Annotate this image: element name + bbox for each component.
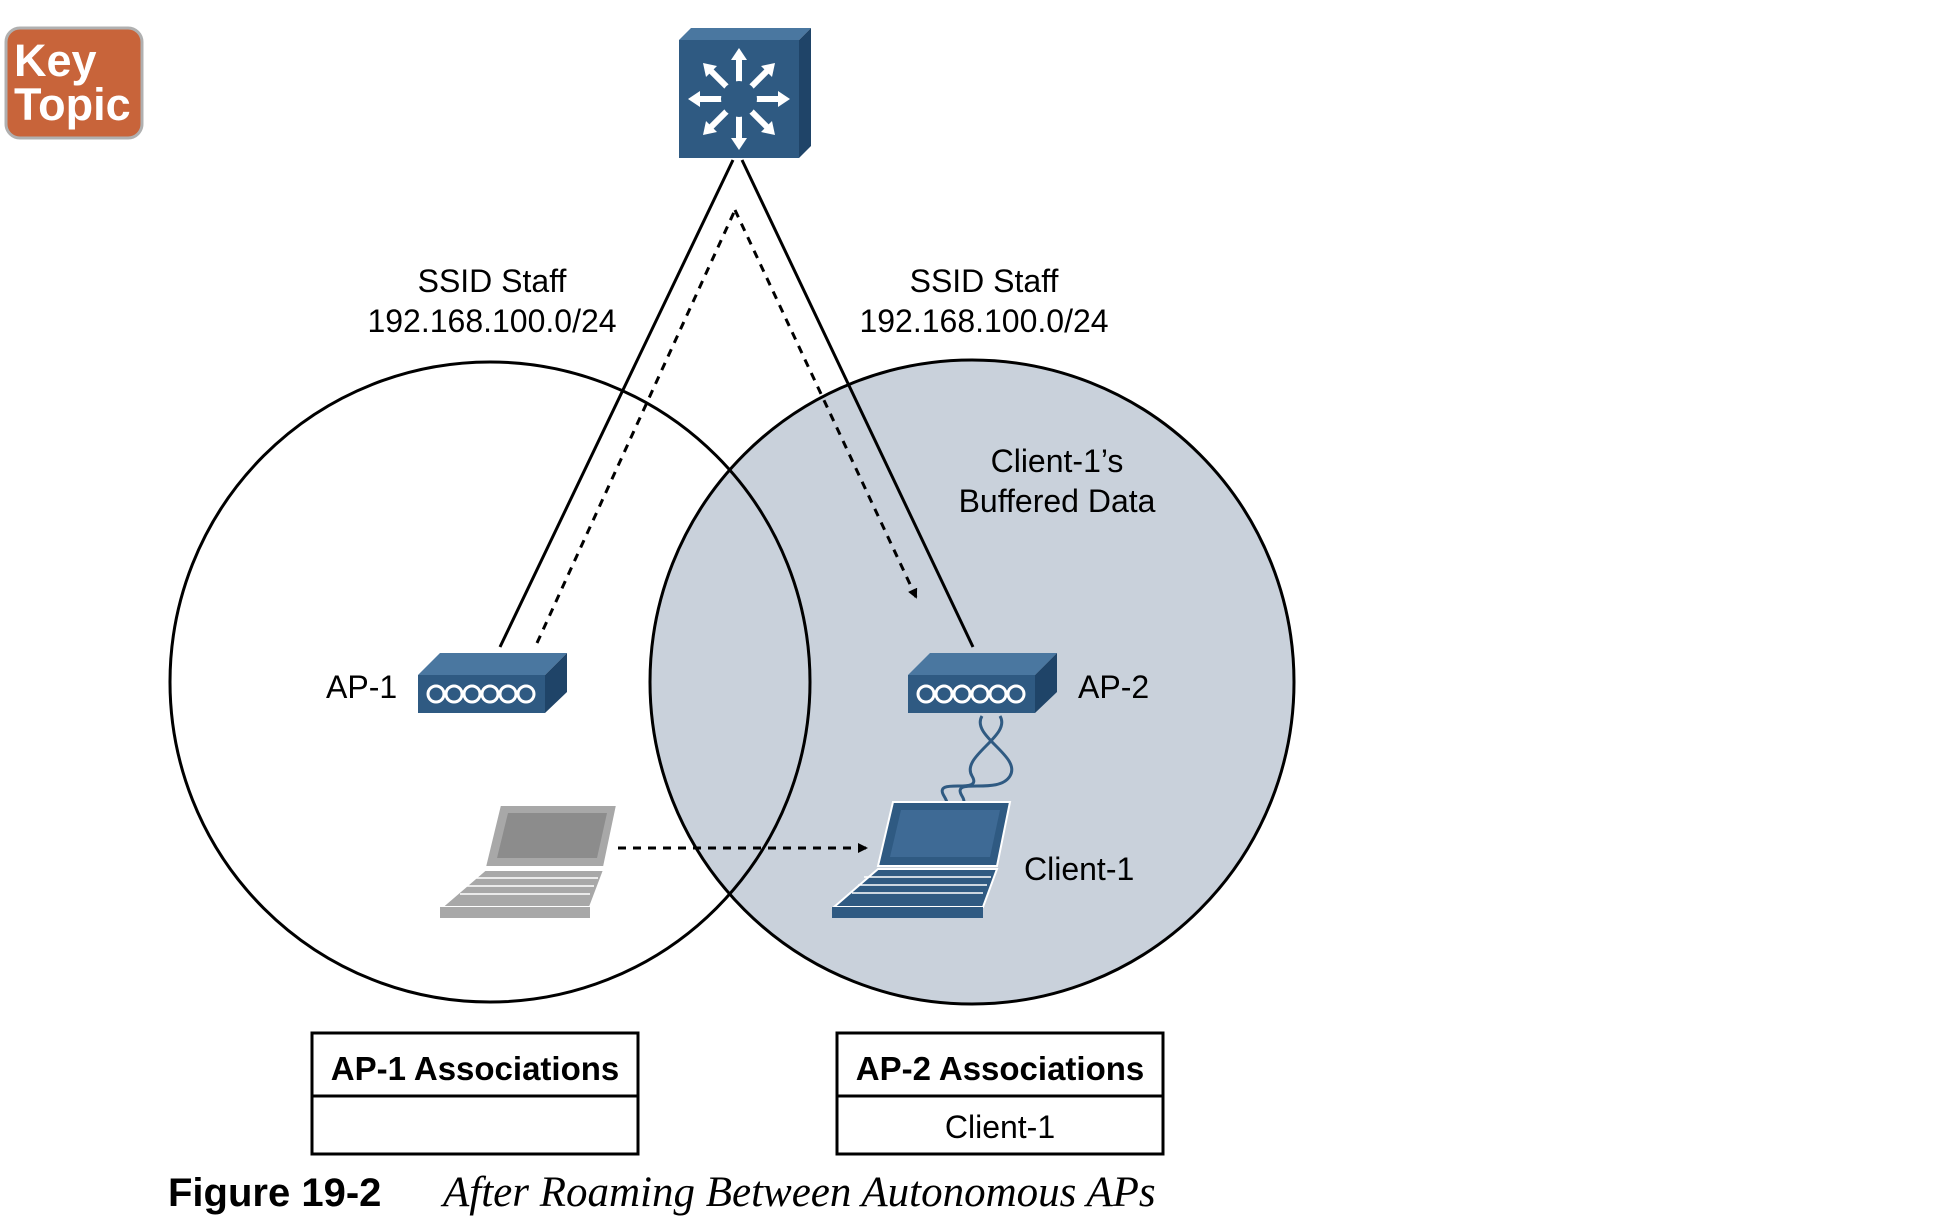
right-subnet-label: 192.168.100.0/24	[859, 303, 1108, 339]
key-topic-line1: Key	[14, 35, 97, 86]
left-subnet-label: 192.168.100.0/24	[367, 303, 616, 339]
key-topic-badge: Key Topic	[4, 26, 144, 140]
laptop-previous-position-icon	[439, 804, 619, 918]
left-ssid-label: SSID Staff	[418, 263, 567, 299]
buffered-data-line2: Buffered Data	[959, 483, 1156, 519]
client1-laptop-icon	[831, 801, 1012, 918]
ap2-associations-table: AP-2 Associations Client-1	[835, 1031, 1165, 1156]
figure-title: After Roaming Between Autonomous APs	[440, 1169, 1156, 1216]
ap1-coverage-cell	[168, 360, 812, 1004]
client1-label: Client-1	[1024, 851, 1134, 887]
ap1-uplink-line	[498, 159, 735, 648]
dashed-path-switch-to-ap2	[733, 209, 918, 599]
ap1-table-header: AP-1 Associations	[331, 1050, 620, 1087]
switch-icon	[679, 28, 811, 158]
ap2-uplink-line	[740, 159, 975, 648]
ap1-associations-table: AP-1 Associations	[310, 1031, 640, 1156]
ap1-device-icon	[418, 653, 567, 713]
figure-number: Figure 19-2	[168, 1171, 381, 1215]
right-ssid-label: SSID Staff	[910, 263, 1059, 299]
ap2-table-row: Client-1	[945, 1109, 1055, 1145]
ap2-label: AP-2	[1078, 669, 1149, 705]
ap2-table-header: AP-2 Associations	[856, 1050, 1145, 1087]
ap2-device-icon	[908, 653, 1057, 713]
dashed-path-ap1-to-switch	[535, 209, 737, 644]
key-topic-line2: Topic	[14, 79, 131, 130]
ap1-label: AP-1	[326, 669, 397, 705]
buffered-data-line1: Client-1’s	[991, 443, 1124, 479]
